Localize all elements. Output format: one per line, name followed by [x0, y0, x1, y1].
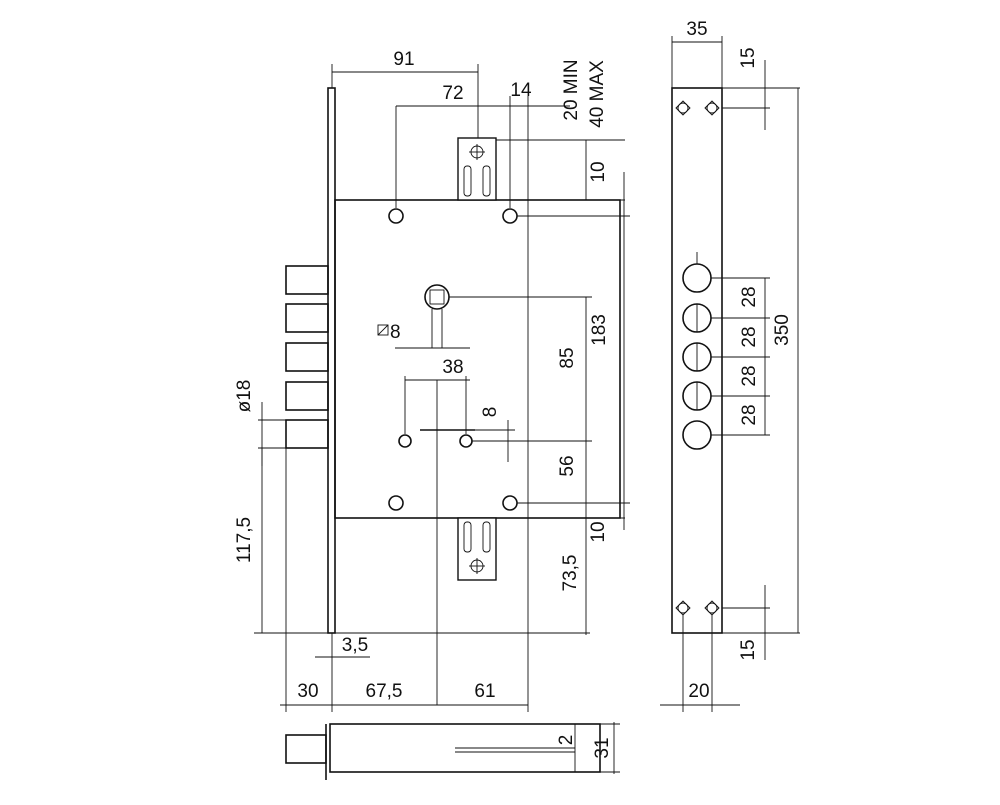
dim-diameter-18: ø18 [234, 380, 255, 413]
cylinder-hole [459, 434, 473, 448]
faceplate-outline [671, 87, 723, 634]
dimension-labels: 91 72 14 20 MIN 40 MAX 10 183 85 56 10 7… [234, 19, 793, 759]
cylinder-hole [398, 434, 412, 448]
dim-2: 2 [556, 735, 577, 746]
dim-73-5: 73,5 [560, 555, 581, 592]
dim-31: 31 [592, 737, 613, 758]
dim-28-4: 28 [739, 404, 760, 425]
screw-hole [706, 102, 718, 114]
dim-350: 350 [772, 314, 793, 346]
top-tab [457, 137, 497, 201]
follower-circle [424, 284, 450, 310]
top-tab-slot [482, 165, 491, 197]
dim-20-min: 20 MIN [561, 59, 582, 120]
dim-15-bottom: 15 [738, 639, 759, 660]
dim-56: 56 [557, 455, 578, 476]
dim-10-bottom: 10 [588, 521, 609, 542]
dim-20: 20 [688, 681, 709, 702]
dimension-lines [254, 64, 630, 712]
dim-8-square: 8 [390, 322, 401, 343]
bolts-front [285, 265, 329, 449]
dim-3-5: 3,5 [342, 635, 368, 656]
square-symbol-icon [377, 324, 389, 336]
dim-183: 183 [589, 314, 610, 346]
screw-hole [677, 602, 689, 614]
mounting-hole [388, 208, 404, 224]
dim-15-top: 15 [738, 47, 759, 68]
dim-61: 61 [474, 681, 495, 702]
bolt [285, 419, 329, 449]
dim-8: 8 [480, 407, 501, 418]
bottom-tab-slot [463, 521, 472, 553]
dim-85: 85 [557, 347, 578, 368]
bolt [285, 381, 329, 411]
dim-72: 72 [442, 83, 463, 104]
mounting-hole [502, 495, 518, 511]
dim-35: 35 [686, 19, 707, 40]
bottom-view-bolt [285, 734, 327, 764]
forend-plate [327, 87, 336, 634]
mounting-hole [502, 208, 518, 224]
dim-67-5: 67,5 [366, 681, 403, 702]
screw-hole [706, 602, 718, 614]
bolt-hole [682, 420, 712, 450]
screw-hole [677, 102, 689, 114]
dim-38: 38 [442, 357, 463, 378]
bottom-tab-slot [482, 521, 491, 553]
bolt-hole [682, 263, 712, 293]
handle-follower [424, 284, 450, 348]
faceplate-view [660, 36, 800, 712]
dim-28-2: 28 [739, 326, 760, 347]
dim-square-8: 8 [377, 322, 401, 343]
top-tab-slot [463, 165, 472, 197]
follower-square [429, 289, 445, 305]
dim-28-1: 28 [739, 286, 760, 307]
dim-30: 30 [297, 681, 318, 702]
front-view [285, 87, 621, 705]
dim-28-3: 28 [739, 365, 760, 386]
bolt [285, 265, 329, 295]
dim-40-max: 40 MAX [587, 60, 608, 128]
mounting-hole [388, 495, 404, 511]
dim-91: 91 [393, 49, 414, 70]
dim-117-5: 117,5 [234, 517, 255, 563]
bottom-tab [457, 517, 497, 581]
bolt [285, 303, 329, 333]
bottom-view-case [329, 723, 601, 773]
bottom-view [285, 722, 620, 780]
bolt [285, 342, 329, 372]
dim-14: 14 [510, 80, 532, 101]
dim-10-top: 10 [588, 161, 609, 182]
